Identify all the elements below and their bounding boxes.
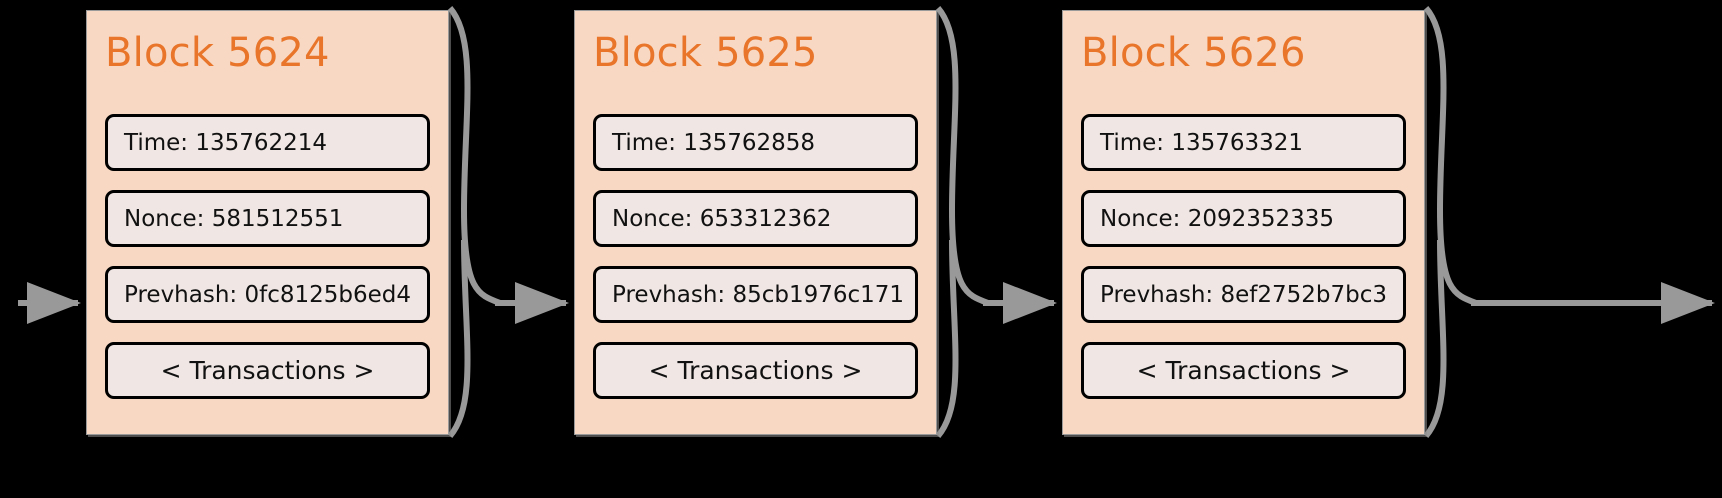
block-card-5624[interactable]: Block 5624 Time: 135762214 Nonce: 581512…: [86, 10, 449, 435]
field-nonce: Nonce: 581512551: [105, 190, 430, 247]
field-nonce: Nonce: 653312362: [593, 190, 918, 247]
field-prevhash: Prevhash: 8ef2752b7bc3: [1081, 266, 1406, 323]
field-time: Time: 135762858: [593, 114, 918, 171]
block-card-5625[interactable]: Block 5625 Time: 135762858 Nonce: 653312…: [574, 10, 937, 435]
block-fields: Time: 135762858 Nonce: 653312362 Prevhas…: [575, 114, 936, 399]
field-time: Time: 135763321: [1081, 114, 1406, 171]
field-time: Time: 135762214: [105, 114, 430, 171]
field-nonce: Nonce: 2092352335: [1081, 190, 1406, 247]
block-title: Block 5624: [105, 30, 330, 76]
block-card-5626[interactable]: Block 5626 Time: 135763321 Nonce: 209235…: [1062, 10, 1425, 435]
field-transactions[interactable]: < Transactions >: [1081, 342, 1406, 399]
block-fields: Time: 135763321 Nonce: 2092352335 Prevha…: [1063, 114, 1424, 399]
link-block-5625-to-block-5626: [935, 6, 1057, 438]
field-prevhash: Prevhash: 85cb1976c171: [593, 266, 918, 323]
block-fields: Time: 135762214 Nonce: 581512551 Prevhas…: [87, 114, 448, 399]
outgoing-arrow-block-5626: [1423, 6, 1715, 438]
field-prevhash: Prevhash: 0fc8125b6ed4: [105, 266, 430, 323]
block-title: Block 5625: [593, 30, 818, 76]
block-title: Block 5626: [1081, 30, 1306, 76]
link-block-5624-to-block-5625: [447, 6, 569, 438]
field-transactions[interactable]: < Transactions >: [593, 342, 918, 399]
field-transactions[interactable]: < Transactions >: [105, 342, 430, 399]
